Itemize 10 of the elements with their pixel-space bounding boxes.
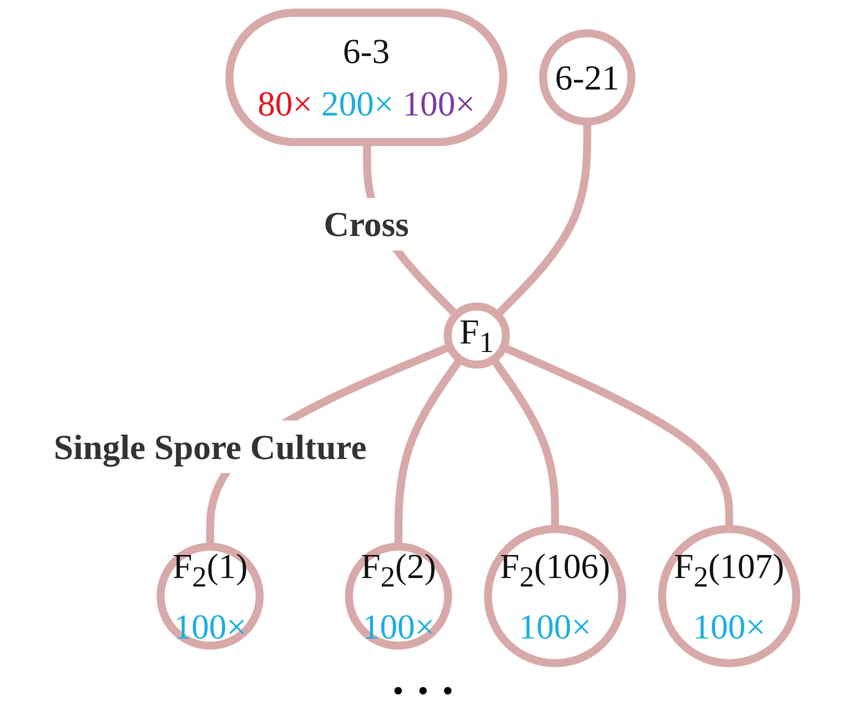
node-circle: [156, 542, 264, 650]
node-circle: [539, 29, 636, 126]
ellipsis-dots: • • •: [393, 676, 457, 707]
node-circle: [344, 542, 452, 650]
node-circle: [444, 302, 510, 369]
edge-label: Single Spore Culture: [54, 426, 367, 467]
edge-label: Cross: [324, 204, 409, 244]
node-circle: [484, 525, 626, 668]
diagram-drawing: Cross Single Spore Culture 6-3 80× 200× 100× 6-21 F$_{1}$ F$_{2}$(1) 100× F$_{2}$(2) 100× F$_{2}$(106) 100× F$_{2}$(107) 100×: [10, 0, 840, 676]
node-circle: [658, 525, 800, 668]
